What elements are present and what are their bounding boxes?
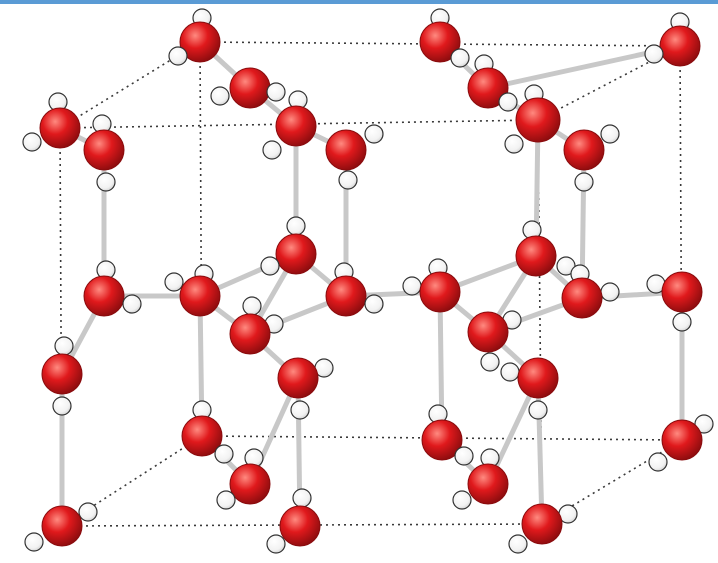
hydrogen-atom: [169, 47, 187, 65]
water-molecule: [564, 125, 619, 191]
oxygen-atom: [230, 314, 270, 354]
oxygen-atom: [278, 358, 318, 398]
oxygen-atom: [564, 130, 604, 170]
hydrogen-atom: [403, 277, 421, 295]
water-molecule: [169, 9, 220, 65]
hydrogen-atom: [211, 87, 229, 105]
water-molecule: [403, 259, 460, 312]
hydrogen-atom: [53, 397, 71, 415]
water-molecule: [516, 221, 575, 276]
oxygen-atom: [662, 272, 702, 312]
water-molecule: [420, 9, 469, 67]
oxygen-atom: [518, 358, 558, 398]
water-molecule: [501, 358, 558, 419]
hydrogen-atom: [293, 489, 311, 507]
oxygen-atom: [42, 354, 82, 394]
hydrogen-atom: [365, 295, 383, 313]
hydrogen-atom: [291, 401, 309, 419]
hydrogen-atom: [263, 141, 281, 159]
hydrogen-atom: [601, 125, 619, 143]
oxygen-atom: [280, 506, 320, 546]
water-molecule: [649, 415, 713, 471]
oxygen-atom: [660, 26, 700, 66]
hydrogen-atom: [55, 337, 73, 355]
oxygen-atom: [84, 130, 124, 170]
oxygen-atom: [276, 234, 316, 274]
oxygen-atom: [468, 464, 508, 504]
hydrogen-atom: [501, 363, 519, 381]
water-molecule: [422, 405, 473, 465]
oxygen-atom: [276, 106, 316, 146]
water-molecule: [468, 311, 521, 371]
hydrogen-atom: [649, 453, 667, 471]
hydrogen-atom: [267, 83, 285, 101]
water-molecule: [326, 263, 383, 316]
hydrogen-atom: [673, 313, 691, 331]
hydrogen-atom: [481, 353, 499, 371]
hydrogen-atom: [23, 133, 41, 151]
hydrogen-atom: [505, 135, 523, 153]
hydrogen-atom: [575, 173, 593, 191]
oxygen-atom: [468, 312, 508, 352]
oxygen-atom: [326, 130, 366, 170]
hydrogen-atom: [261, 257, 279, 275]
water-molecule: [647, 272, 702, 331]
oxygen-atom: [40, 108, 80, 148]
hydrogen-atom: [451, 49, 469, 67]
hydrogen-atom: [25, 533, 43, 551]
hydrogen-atom: [217, 491, 235, 509]
oxygen-atom: [42, 506, 82, 546]
hydrogen-atom: [601, 283, 619, 301]
hydrogen-atom: [365, 125, 383, 143]
water-molecule: [261, 217, 316, 275]
hydrogen-atom: [453, 491, 471, 509]
water-molecule: [326, 125, 383, 189]
water-molecule: [165, 265, 220, 316]
oxygen-atom: [516, 98, 560, 142]
oxygen-atom: [84, 276, 124, 316]
water-molecules: [23, 9, 713, 553]
water-molecule: [23, 93, 80, 151]
oxygen-atom: [326, 276, 366, 316]
hydrogen-atom: [529, 401, 547, 419]
hydrogen-atom: [97, 173, 115, 191]
hydrogen-atom: [499, 93, 517, 111]
water-molecule: [211, 68, 285, 108]
oxygen-atom: [180, 276, 220, 316]
oxygen-atom: [230, 68, 270, 108]
water-molecule: [267, 489, 320, 553]
oxygen-atom: [662, 420, 702, 460]
hydrogen-atom: [123, 295, 141, 313]
water-molecule: [645, 13, 700, 66]
bond-line: [538, 378, 542, 524]
oxygen-atom: [522, 504, 562, 544]
oxygen-atom: [516, 236, 556, 276]
water-molecule: [509, 504, 577, 553]
hydrogen-atom: [165, 273, 183, 291]
hydrogen-atom: [215, 445, 233, 463]
water-molecule: [562, 265, 619, 318]
hydrogen-atom: [455, 447, 473, 465]
hydrogen-atom: [509, 535, 527, 553]
water-molecule: [182, 401, 233, 463]
oxygen-atom: [420, 272, 460, 312]
hydrogen-atom: [267, 535, 285, 553]
oxygen-atom: [562, 278, 602, 318]
oxygen-atom: [230, 464, 270, 504]
water-molecule: [25, 503, 97, 551]
hydrogen-atom: [79, 503, 97, 521]
water-molecule: [84, 261, 141, 316]
water-molecule: [230, 297, 283, 354]
top-accent-band: [0, 0, 718, 4]
hydrogen-atom: [645, 45, 663, 63]
hydrogen-atom: [287, 217, 305, 235]
water-molecule: [84, 115, 124, 191]
hydrogen-atom: [339, 171, 357, 189]
hydrogen-atom: [243, 297, 261, 315]
